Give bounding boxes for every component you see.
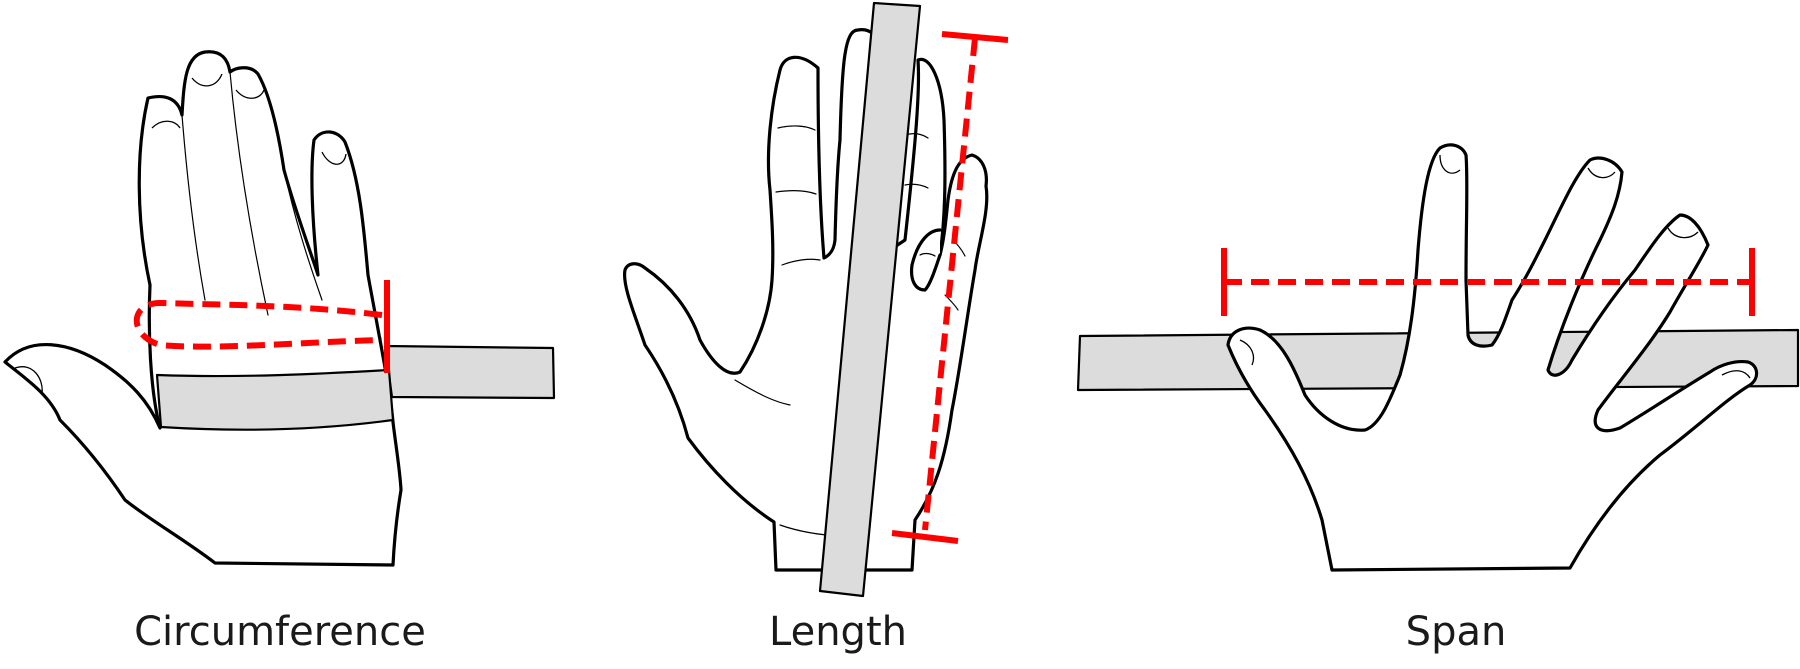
- circumference-hand: [3, 50, 403, 567]
- length-crease-8: [919, 252, 936, 257]
- span-nail-3: [1667, 227, 1699, 239]
- length-crease-4: [734, 379, 791, 406]
- length-measure-line: [922, 37, 978, 531]
- length-hand: [622, 28, 989, 572]
- span-figure: [1076, 143, 1800, 572]
- length-crease-3: [781, 258, 821, 266]
- length-bottom-marker: [891, 530, 959, 544]
- circumference-figure: [3, 50, 556, 567]
- length-crease-2: [775, 190, 817, 195]
- span-hand: [1226, 143, 1759, 572]
- span-label: Span: [1405, 609, 1507, 655]
- circumference-nail-2: [191, 73, 223, 87]
- length-crease-1: [777, 125, 816, 131]
- circumference-tape-band: [155, 368, 395, 431]
- circumference-finger-line-1: [181, 114, 206, 301]
- length-finger-outline: [909, 228, 942, 292]
- circumference-finger-line-3: [283, 169, 323, 301]
- span-nail-4: [1721, 370, 1751, 379]
- circumference-thumb-nail: [14, 366, 43, 395]
- length-top-marker: [941, 31, 1009, 43]
- circumference-nail-3: [235, 89, 265, 99]
- span-nail-1: [1439, 154, 1461, 174]
- circumference-tape-tail: [383, 344, 556, 400]
- circumference-measure-loop: [133, 299, 383, 350]
- span-nail-2: [1587, 167, 1616, 179]
- circumference-finger-line-2: [229, 71, 269, 316]
- circumference-nail-4: [321, 151, 347, 165]
- circumference-nail-1: [151, 120, 181, 129]
- length-ruler: [818, 1, 922, 598]
- circumference-label: Circumference: [134, 609, 426, 655]
- length-figure: [622, 1, 1009, 598]
- length-crease-7: [904, 183, 929, 189]
- length-label: Length: [769, 609, 907, 655]
- span-thumb-nail: [1239, 339, 1255, 366]
